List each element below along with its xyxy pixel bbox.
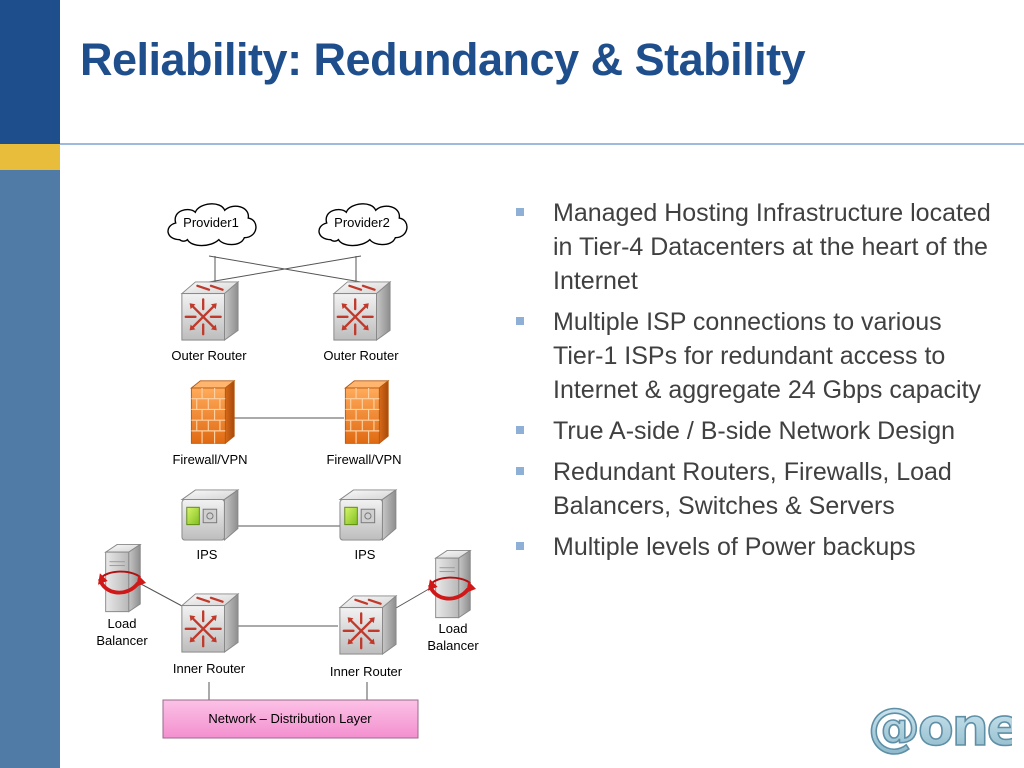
firewall-left-label: Firewall/VPN <box>172 452 247 467</box>
bullet-item: Multiple ISP connections to various Tier… <box>515 305 995 407</box>
sidebar-dark-block <box>0 0 60 144</box>
ips-left: IPS <box>181 489 239 562</box>
provider1-cloud: Provider1 <box>167 203 257 247</box>
ips-right-label: IPS <box>355 547 376 562</box>
load-balancer-left-label-line2: Balancer <box>96 633 148 648</box>
title-divider <box>60 143 1024 145</box>
ips-right: IPS <box>339 489 397 562</box>
inner-router-right: Inner Router <box>330 594 403 679</box>
load-balancer-right-label-line1: Load <box>439 621 468 636</box>
firewall-right: Firewall/VPN <box>326 380 402 467</box>
ips-left-label: IPS <box>197 547 218 562</box>
bullet-text: True A-side / B-side Network Design <box>553 417 956 445</box>
bullet-square-icon <box>516 426 524 434</box>
outer-router-right: Outer Router <box>323 280 399 363</box>
distribution-layer-box: Network – Distribution Layer <box>162 699 419 739</box>
firewall-right-label: Firewall/VPN <box>326 452 401 467</box>
outer-router-left: Outer Router <box>171 280 247 363</box>
provider1-label: Provider1 <box>183 215 239 230</box>
bullet-text: Managed Hosting Infrastructure located i… <box>553 199 991 295</box>
bullet-item: Multiple levels of Power backups <box>515 530 995 564</box>
bullet-list: Managed Hosting Infrastructure located i… <box>515 196 995 571</box>
load-balancer-left: Load Balancer <box>96 544 148 648</box>
bullet-square-icon <box>516 467 524 475</box>
bullet-square-icon <box>516 542 524 550</box>
load-balancer-right: Load Balancer <box>427 550 479 653</box>
inner-router-right-label: Inner Router <box>330 664 403 679</box>
logo-text: @one <box>868 698 1012 757</box>
load-balancer-left-label-line1: Load <box>108 616 137 631</box>
load-balancer-right-label-line2: Balancer <box>427 638 479 653</box>
outer-router-right-label: Outer Router <box>323 348 399 363</box>
bullet-item: Managed Hosting Infrastructure located i… <box>515 196 995 298</box>
bullet-square-icon <box>516 208 524 216</box>
bullet-item: True A-side / B-side Network Design <box>515 414 995 448</box>
inner-router-left: Inner Router <box>173 592 246 676</box>
provider2-label: Provider2 <box>334 215 390 230</box>
bullet-square-icon <box>516 317 524 325</box>
bullet-text: Multiple ISP connections to various Tier… <box>553 308 982 404</box>
bullet-text: Multiple levels of Power backups <box>553 533 916 561</box>
sidebar-gold-accent <box>0 144 60 170</box>
outer-router-left-label: Outer Router <box>171 348 247 363</box>
bullet-item: Redundant Routers, Firewalls, Load Balan… <box>515 455 995 523</box>
provider2-cloud: Provider2 <box>318 203 408 247</box>
connection-lines <box>140 255 435 700</box>
one-logo: @one <box>867 697 1012 757</box>
inner-router-left-label: Inner Router <box>173 661 246 676</box>
distribution-layer-label: Network – Distribution Layer <box>208 711 372 726</box>
slide-title: Reliability: Redundancy & Stability <box>80 34 806 85</box>
firewall-left: Firewall/VPN <box>172 380 248 467</box>
sidebar <box>0 0 60 768</box>
bullet-text: Redundant Routers, Firewalls, Load Balan… <box>553 458 952 520</box>
